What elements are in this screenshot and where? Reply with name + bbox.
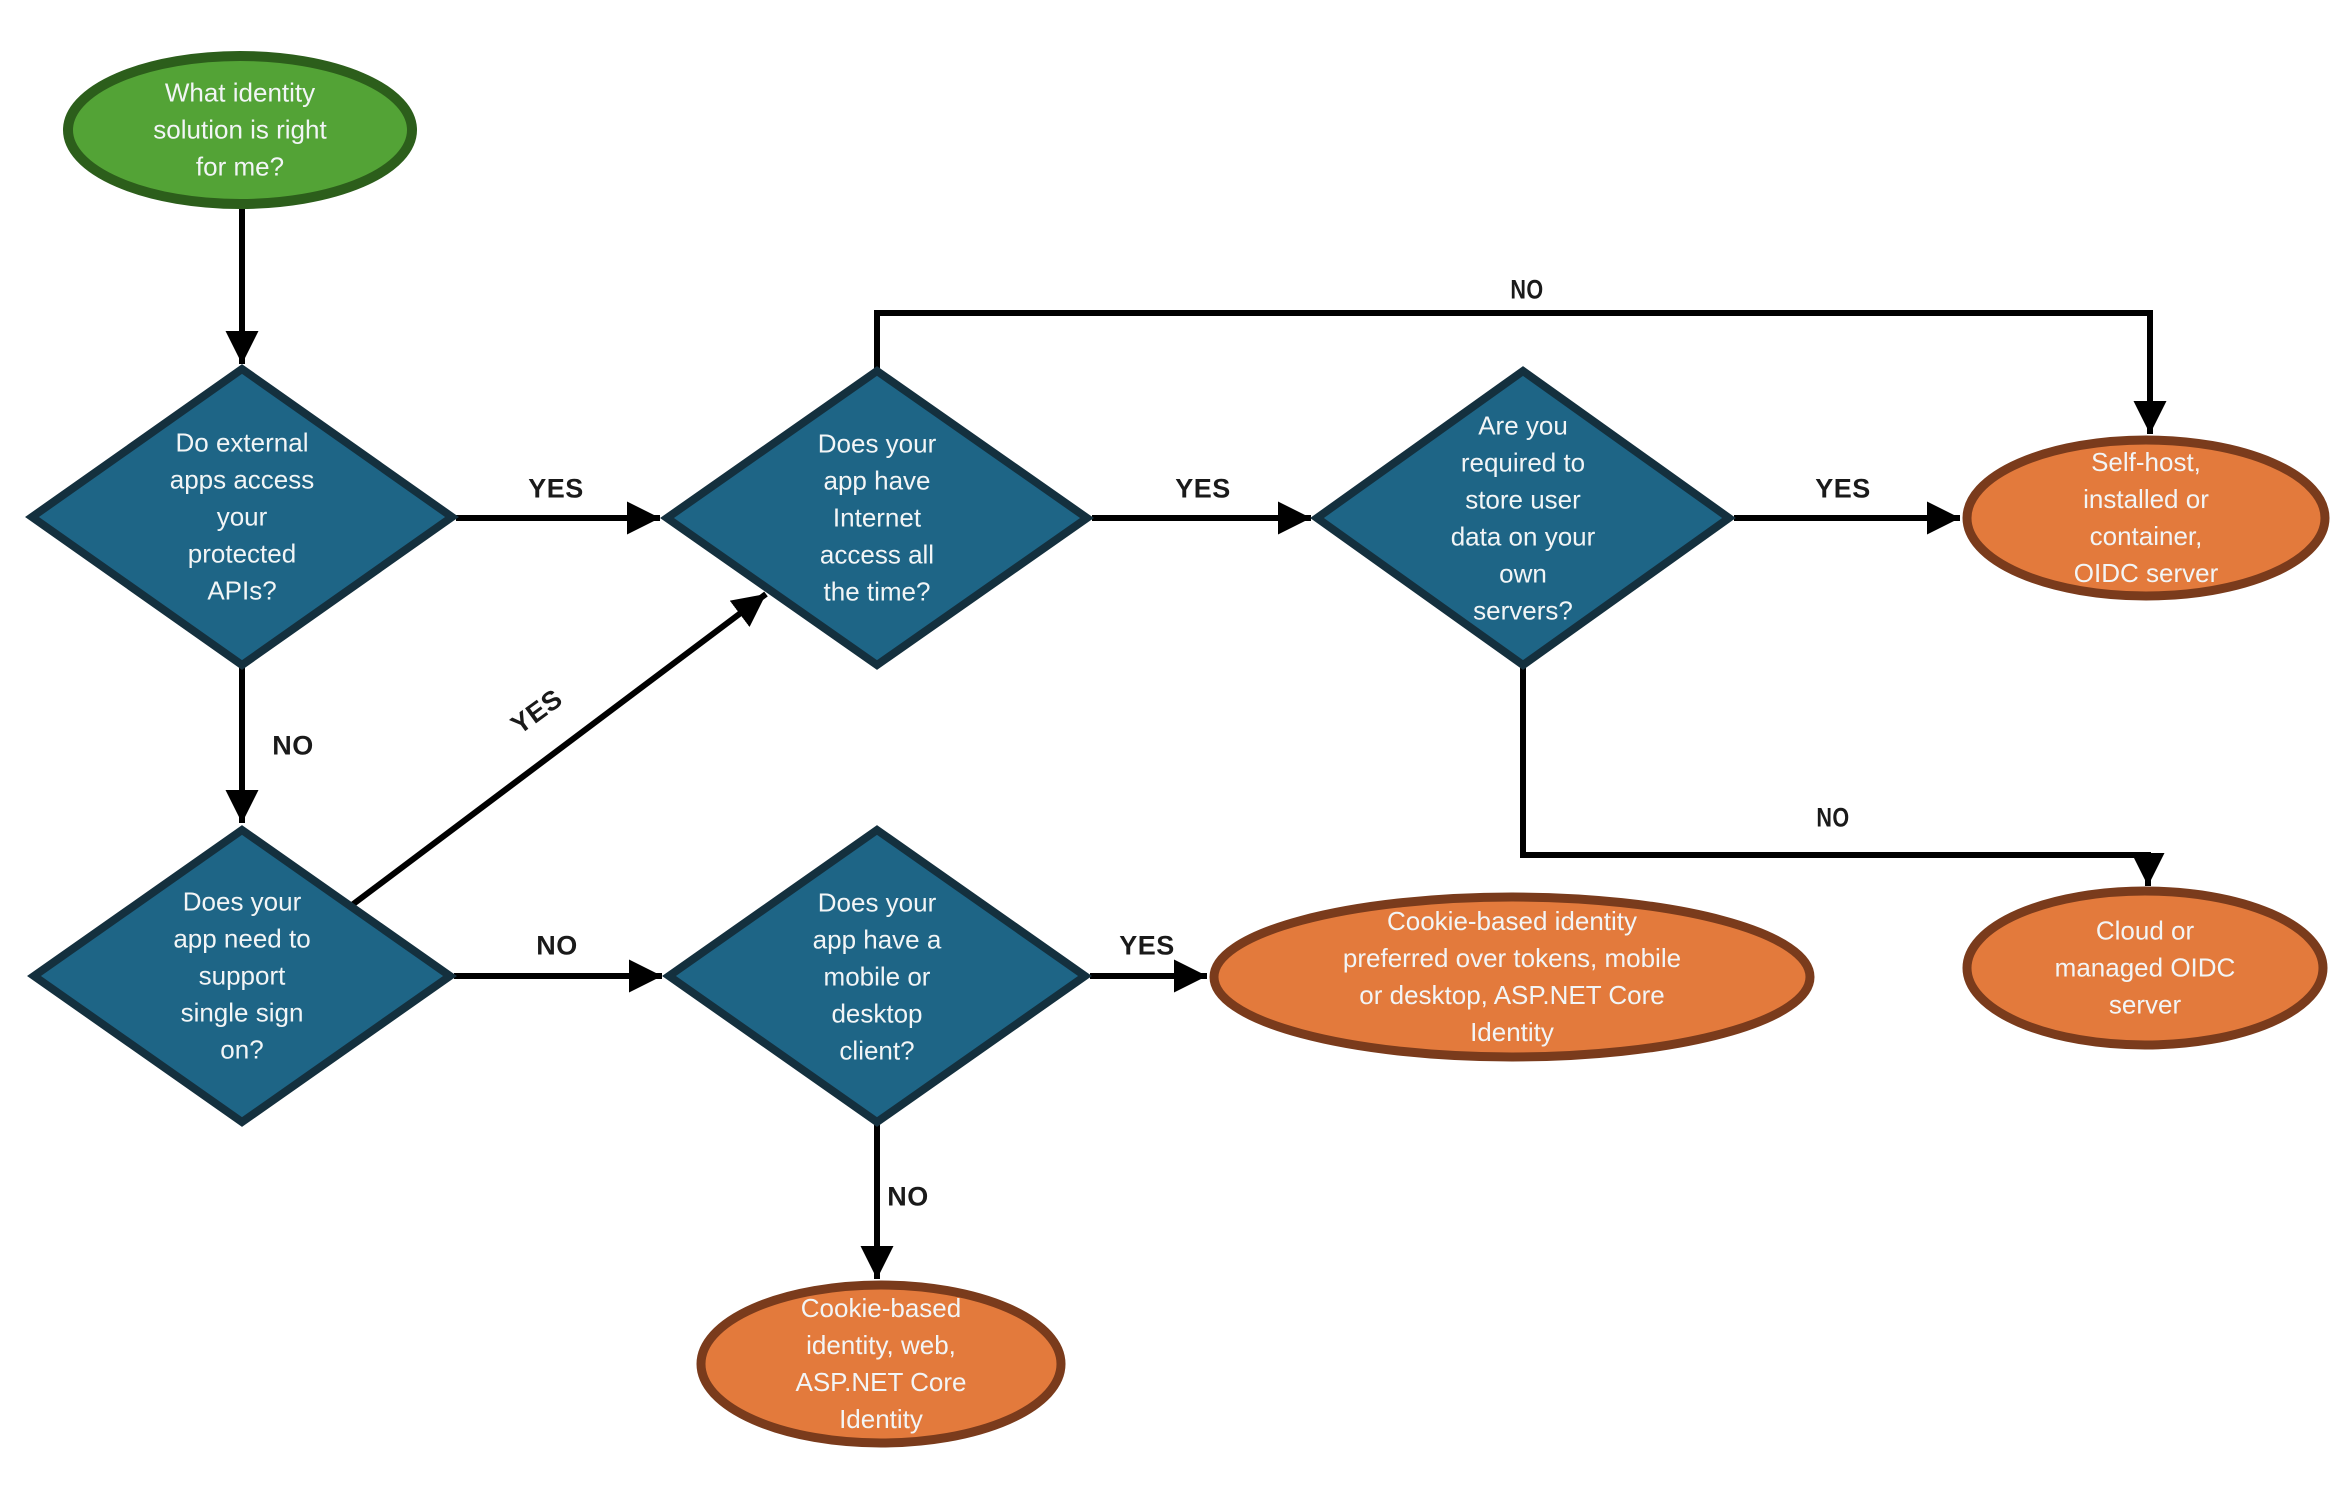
edge-label-store-yes: YES <box>1815 473 1871 504</box>
decision-mobile-desktop-shape <box>662 825 1092 1127</box>
edge-label-apis-no: NO <box>272 730 314 761</box>
edge-sso-yes <box>350 591 768 908</box>
decision-single-sign-on-label: Does your app need to support single sig… <box>173 886 311 1065</box>
result-cookie-web-label: Cookie-based identity, web, ASP.NET Core… <box>795 1293 967 1434</box>
result-self-host-shape <box>1962 435 2330 601</box>
edge-label-internet-yes: YES <box>1175 473 1231 504</box>
edge-label-internet-no: NO <box>1510 274 1544 305</box>
edge-label-store-no: NO <box>1816 802 1850 833</box>
edge-internet-no <box>874 310 2167 434</box>
edge-label-apis-yes: YES <box>528 473 584 504</box>
decision-store-user-data-label: Are you required to store user data on y… <box>1450 410 1596 625</box>
result-self-host-label: Self-host, installed or container, OIDC … <box>2073 447 2219 588</box>
edge-label-sso-no: NO <box>536 930 578 961</box>
edge-store-no <box>1520 666 2165 886</box>
decision-mobile-desktop-label: Does your app have a mobile or desktop c… <box>812 887 942 1066</box>
decision-external-apis-shape <box>25 364 459 670</box>
edge-label-client-no: NO <box>887 1181 929 1212</box>
decision-single-sign-on-shape <box>27 825 457 1127</box>
decision-internet-access-label: Does your app have Internet access all t… <box>817 428 937 607</box>
decision-external-apis-label: Do external apps access your protected A… <box>169 427 315 606</box>
decision-internet-access-shape <box>660 366 1094 670</box>
start-node-label: What identity solution is right for me? <box>153 77 327 182</box>
result-cloud-managed-label: Cloud or managed OIDC server <box>2054 915 2236 1020</box>
decision-store-user-data-shape <box>1310 366 1736 670</box>
result-cookie-web-shape <box>696 1280 1066 1448</box>
result-cloud-managed-shape <box>1962 886 2328 1050</box>
start-node-shape <box>63 51 417 209</box>
edge-label-client-yes: YES <box>1119 930 1175 961</box>
result-cookie-mobile-shape <box>1209 892 1815 1062</box>
result-cookie-mobile-label: Cookie-based identity preferred over tok… <box>1342 906 1682 1047</box>
